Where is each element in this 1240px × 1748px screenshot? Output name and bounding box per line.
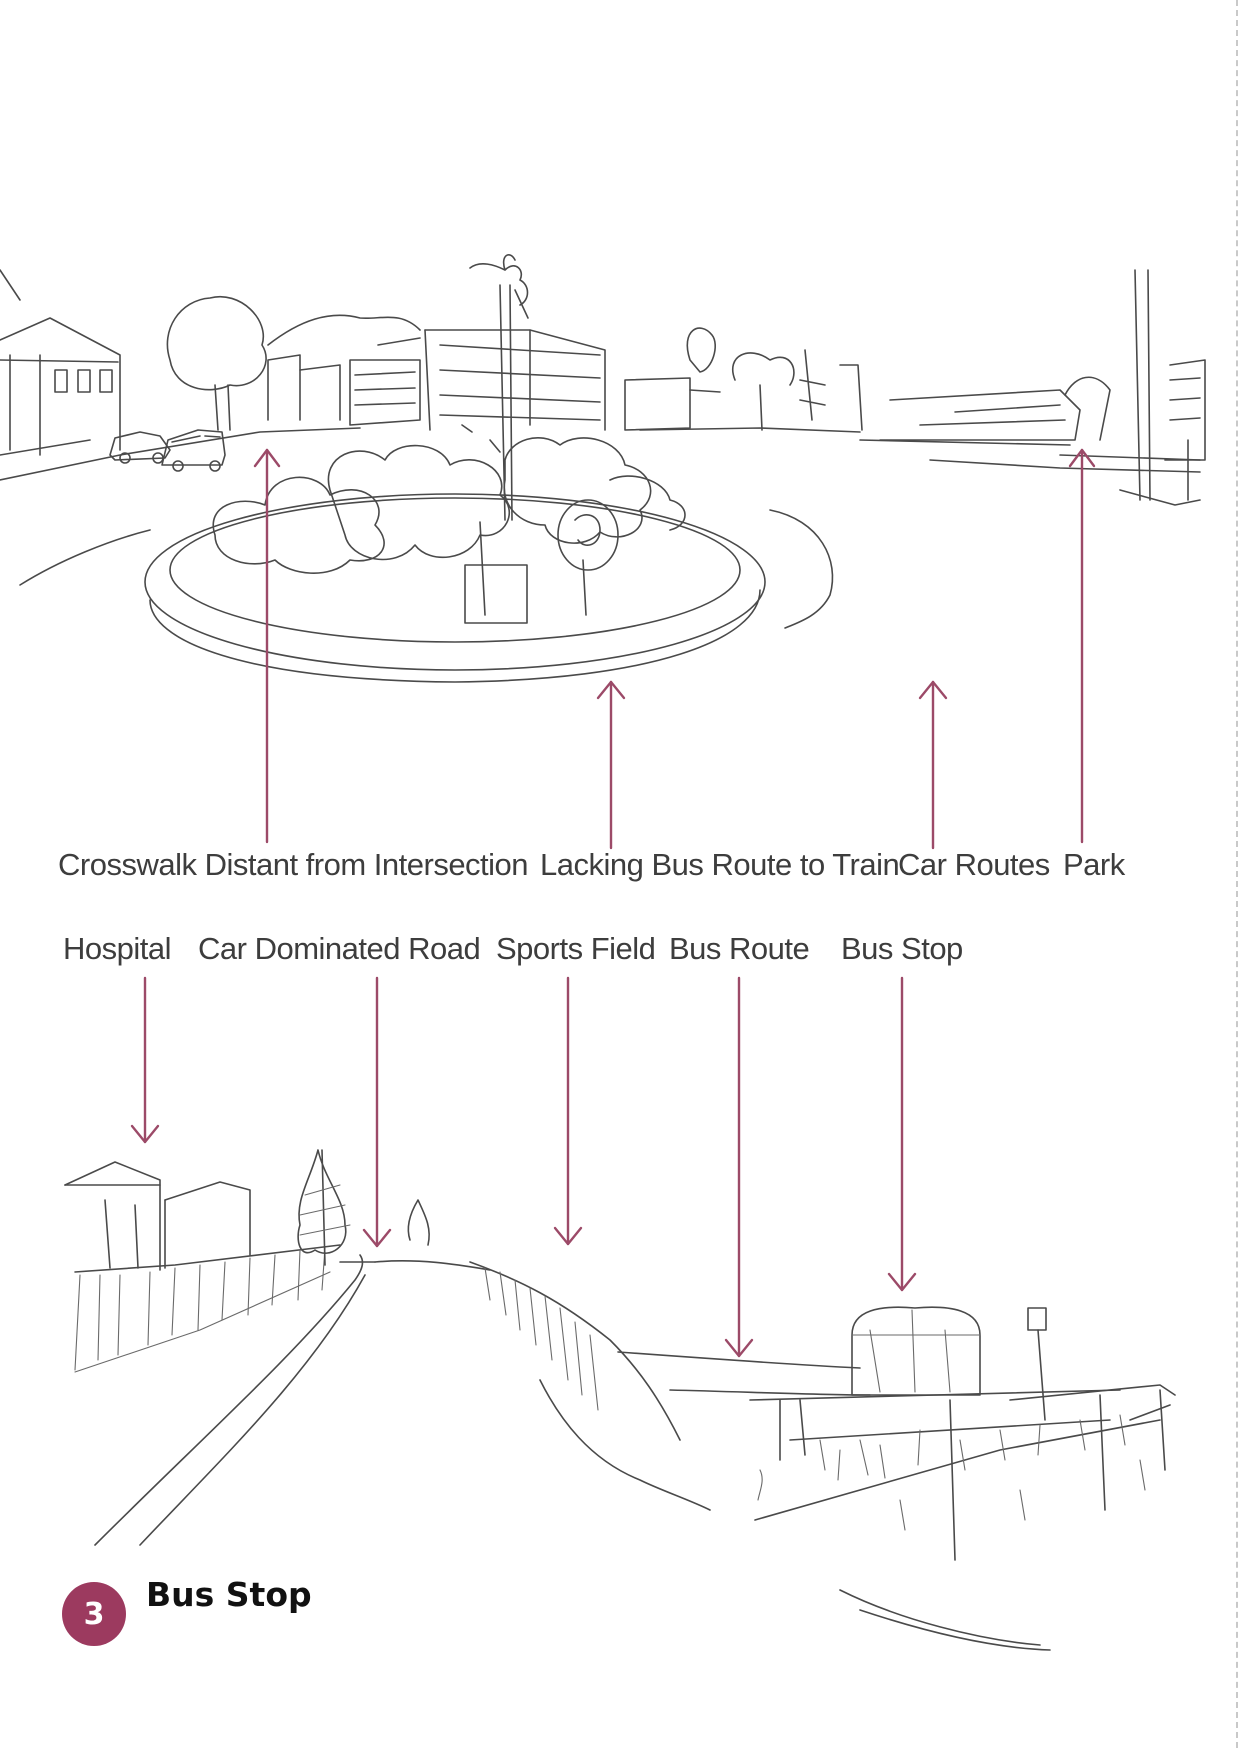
arrow-bus-stop bbox=[887, 976, 917, 1292]
roundabout-sketch bbox=[0, 254, 1206, 683]
label-car-routes: Car Routes bbox=[898, 847, 1050, 882]
label-lacking-bus-route: Lacking Bus Route to Train bbox=[540, 847, 900, 882]
label-bus-route: Bus Route bbox=[669, 931, 810, 966]
arrow-hospital bbox=[130, 976, 160, 1144]
label-bus-stop: Bus Stop bbox=[841, 931, 963, 966]
arrow-sports-field bbox=[553, 976, 583, 1246]
label-crosswalk: Crosswalk Distant from Intersection bbox=[58, 847, 529, 882]
label-park: Park bbox=[1063, 847, 1125, 882]
arrow-bus-route bbox=[724, 976, 754, 1358]
arrow-car-dominated bbox=[362, 976, 392, 1248]
figure-number-badge: 3 bbox=[62, 1582, 126, 1646]
label-hospital: Hospital bbox=[63, 931, 172, 966]
page-edge-divider bbox=[1236, 0, 1238, 1748]
label-sports-field: Sports Field bbox=[496, 931, 656, 966]
label-car-dominated-road: Car Dominated Road bbox=[198, 931, 481, 966]
figure-caption: Bus Stop bbox=[146, 1575, 312, 1614]
